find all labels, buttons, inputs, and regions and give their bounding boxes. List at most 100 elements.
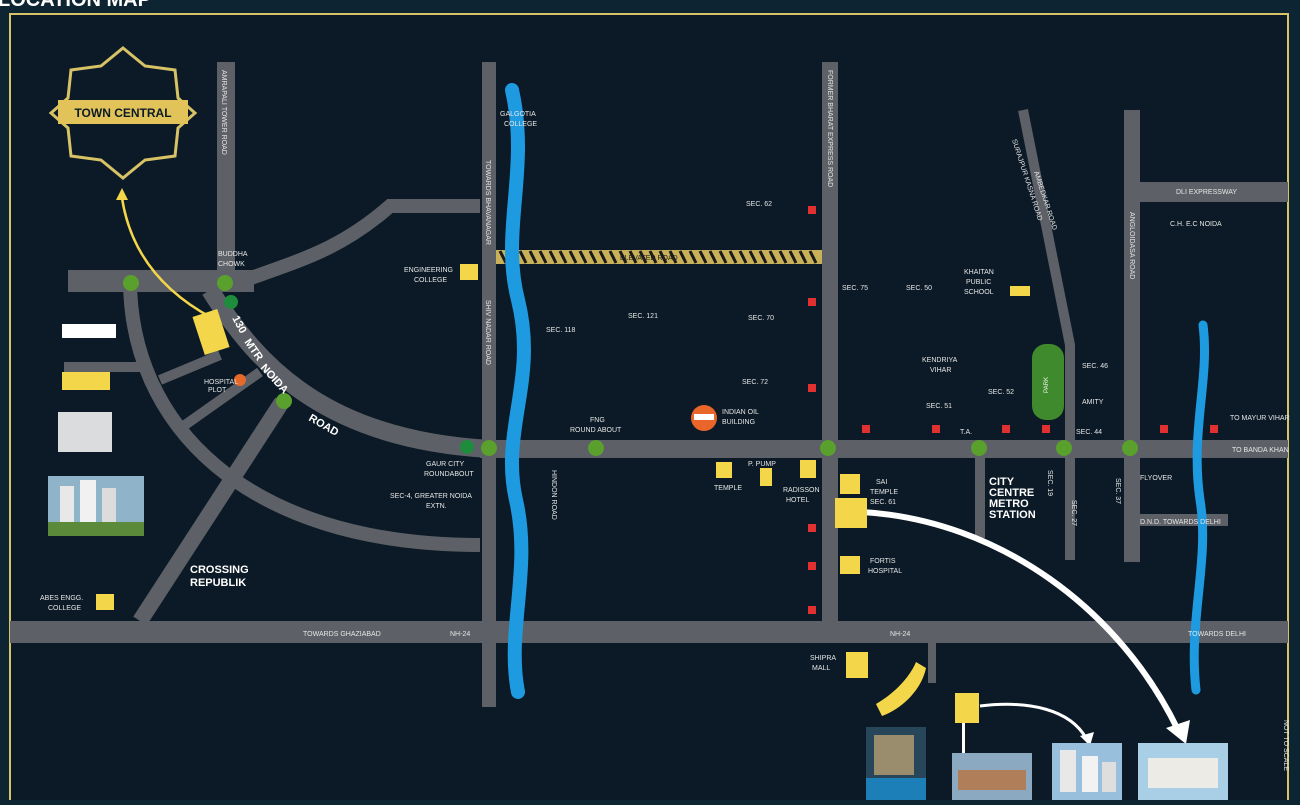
hindon-road-label: HINDON ROAD — [550, 470, 557, 520]
shipra-label-1: SHIPRA — [810, 655, 836, 662]
town-central-logo: TOWN CENTRAL — [48, 46, 198, 180]
city-centre-label-4: STATION — [989, 509, 1036, 521]
petrol-pump-icon — [760, 468, 772, 486]
indian-oil-label-1: INDIAN OIL — [722, 409, 759, 416]
small-connector-road-2 — [158, 350, 222, 385]
metro-marker-icon — [808, 562, 816, 570]
buddha-chowk-label-1: BUDDHA — [218, 251, 248, 258]
sec62-label: SEC. 62 — [746, 201, 772, 208]
elevated-hatch-stripe — [718, 250, 728, 264]
far-right-road-label: ANGLOIDASA ROAD — [1128, 212, 1135, 279]
sec4-label-2: EXTN. — [426, 503, 447, 510]
project-site-marker — [192, 308, 230, 356]
nh24-label-2: NH-24 — [890, 631, 910, 638]
metro-station-icon — [820, 440, 836, 456]
crossing-republik-label-1: CROSSING — [190, 564, 249, 576]
sec19-label: SEC. 19 — [1046, 470, 1053, 496]
khaitan-school-icon — [1010, 286, 1030, 296]
town-central-ribbon — [58, 100, 188, 124]
sec72-label: SEC. 72 — [742, 379, 768, 386]
elevated-hatch-stripe — [618, 250, 628, 264]
indian-oil-label-2: BUILDING — [722, 419, 755, 426]
hospital-small-label-2: PLOT — [208, 387, 227, 394]
elevated-hatch-stripe — [628, 250, 638, 264]
sec52-label: SEC. 52 — [988, 389, 1014, 396]
elevated-hatch-stripe — [768, 250, 778, 264]
amity-label: AMITY — [1082, 399, 1104, 406]
elevated-hatch-stripe — [748, 250, 758, 264]
metro-marker-icon — [808, 384, 816, 392]
elevated-hatch-stripe — [668, 250, 678, 264]
elevated-hatch-stripe — [548, 250, 558, 264]
bottom-site-block — [955, 693, 979, 723]
elevated-hatch-stripe — [558, 250, 568, 264]
nh24-label-1: NH-24 — [450, 631, 470, 638]
brand-seal-icon — [58, 412, 112, 452]
page-title: LOCATION MAP — [0, 0, 151, 11]
buddha-chowk-label-2: CHOWK — [218, 261, 245, 268]
shipra-label-2: MALL — [812, 665, 830, 672]
metro-marker-icon — [1160, 425, 1168, 433]
elevated-hatch-stripe — [688, 250, 698, 264]
kp-road-label: SHIV NADAR ROAD — [484, 300, 491, 365]
bottom-arrowhead — [1080, 732, 1094, 746]
sector-diagonal-road — [1018, 109, 1075, 560]
to-mayur-label: TO MAYUR VIHAR — [1230, 415, 1290, 422]
site-pointer-arrowhead — [116, 188, 128, 200]
elevated-hatch-stripe — [528, 250, 538, 264]
poi-icons — [58, 264, 1030, 678]
red-markers — [808, 206, 1218, 614]
project-photos — [48, 476, 1228, 800]
fortis-label-2: HOSPITAL — [868, 568, 902, 575]
upper-diagonal-road — [237, 199, 480, 289]
elevated-hatch-stripe — [698, 250, 708, 264]
sec44-label: SEC. 44 — [1076, 429, 1102, 436]
dli-expressway-road — [1138, 182, 1288, 202]
galgotia-label-1: GALGOTIA — [500, 111, 536, 118]
crossing-republik-road — [133, 397, 289, 626]
dli-expressway-label: DLI EXPRESSWAY — [1176, 189, 1237, 196]
elevated-hatch-stripe — [598, 250, 608, 264]
metro-station-icon — [276, 393, 292, 409]
temple-label: TEMPLE — [714, 485, 742, 492]
fng-label-2: ROUND ABOUT — [570, 427, 622, 434]
pz-road-label: FORMER BHARAT EXPRESS ROAD — [826, 70, 833, 187]
sec27-label: SEC. 27 — [1070, 500, 1077, 526]
metro-marker-icon — [1002, 425, 1010, 433]
towards-ghaziabad-label: TOWARDS GHAZIABAD — [303, 631, 381, 638]
city-centre-label-2: CENTRE — [989, 487, 1034, 499]
elevated-hatch-stripe — [678, 250, 688, 264]
metro-marker-icon — [932, 425, 940, 433]
elevated-hatch-stripe — [778, 250, 788, 264]
elevated-hatch-stripe — [728, 250, 738, 264]
sec75-label: SEC. 75 — [842, 285, 868, 292]
abes-label-1: ABES ENGG. — [40, 595, 83, 602]
metro-station-icon — [460, 440, 474, 454]
park-area — [1032, 344, 1064, 420]
radisson-icon — [800, 460, 816, 478]
temple-icon — [716, 462, 732, 478]
metro-station-icon — [481, 440, 497, 456]
sai-temple-block — [835, 498, 867, 528]
city-centre-label-1: CITY — [989, 476, 1015, 488]
khaitan-label-2: PUBLIC — [966, 279, 991, 286]
to-banda-khan-label: TO BANDA KHAN — [1232, 447, 1289, 454]
not-to-scale-label: NOT TO SCALE — [1282, 720, 1289, 771]
metro-station-icon — [217, 275, 233, 291]
abes-college-icon — [96, 594, 114, 610]
metro-station-icon — [123, 275, 139, 291]
yamuna-river — [1189, 320, 1210, 695]
sai-temple-label-2: TEMPLE — [870, 489, 898, 496]
metro-marker-icon — [1042, 425, 1050, 433]
sai-temple-arrowhead — [1166, 720, 1190, 744]
ch-noida-label: C.H. E.C NOIDA — [1170, 221, 1222, 228]
metro-marker-icon — [808, 524, 816, 532]
shipra-spur-road — [928, 643, 936, 683]
metro-marker-icon — [808, 206, 816, 214]
fng-label-1: FNG — [590, 417, 605, 424]
mtr-130-road — [202, 285, 491, 458]
sec118-label: SEC. 118 — [546, 327, 576, 334]
central-vertical-road — [822, 62, 838, 622]
nh24-road — [10, 621, 1288, 643]
